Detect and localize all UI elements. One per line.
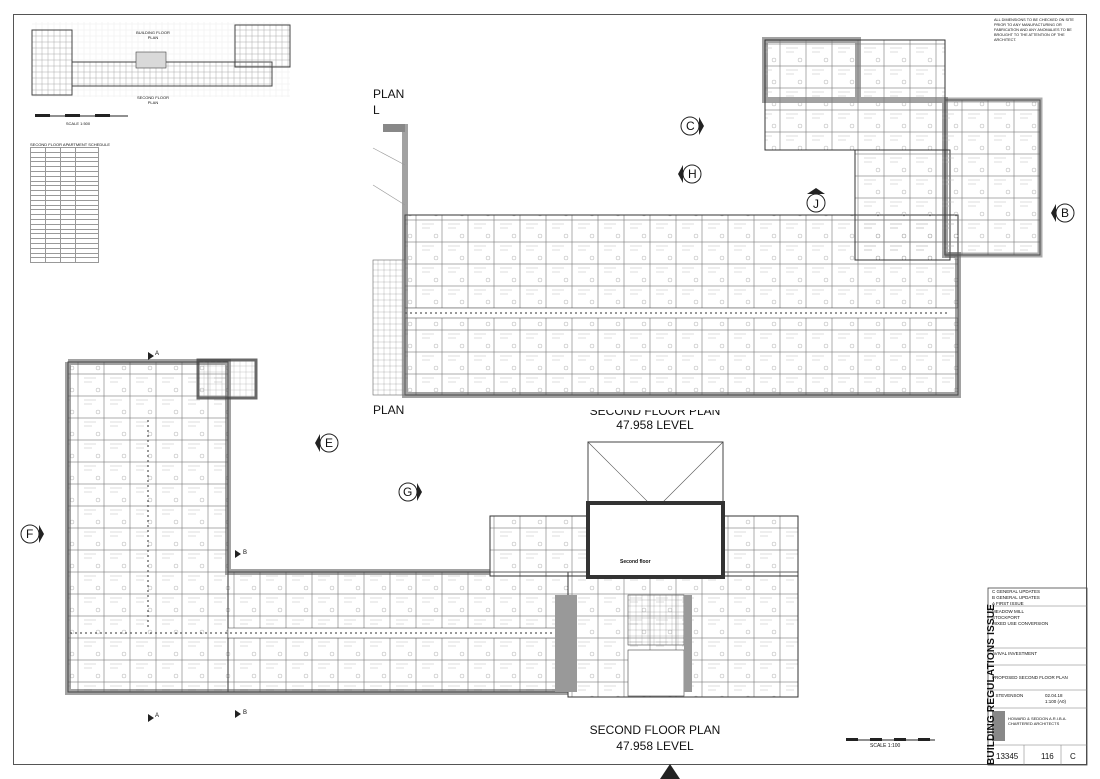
- key-plan-scale: SCALE 1:500: [65, 121, 91, 126]
- scale-label: SCALE 1:100: [870, 743, 901, 749]
- upper-plan-title: SECOND FLOOR PLAN: [589, 404, 721, 418]
- revision-c: C GENERAL UPDATES: [992, 589, 1041, 594]
- title-block-frame: [987, 587, 1088, 766]
- section-tag-a-top: A: [155, 351, 160, 357]
- key-plan-label-lower: SECOND FLOOR PLAN: [136, 95, 169, 105]
- schedule-table: [30, 147, 99, 264]
- upper-floor-plan: [372, 37, 1043, 398]
- schedule-cell: [45, 257, 61, 264]
- section-label-h: H: [688, 167, 697, 181]
- revision-letter: C: [1070, 752, 1076, 761]
- client-name: AVIVAL INVESTMENT: [992, 651, 1038, 656]
- drawing-date: 02.04.18: [1045, 693, 1063, 698]
- schedule-cell: [75, 257, 99, 264]
- project-info: MEADOW MILL STOCKPORT MIXED USE CONVERSI…: [992, 609, 1084, 627]
- section-label-g: G: [403, 485, 413, 499]
- architect-name: HOWARD & SEDDON A.R.I.B.A. CHARTERED ARC…: [1008, 716, 1067, 726]
- section-label-e: E: [325, 436, 334, 450]
- drawing-sheet: [13, 14, 1087, 765]
- project-town: STOCKPORT: [992, 615, 1020, 620]
- section-label-j: J: [813, 197, 819, 211]
- section-tag-a-bottom: A: [155, 713, 160, 719]
- scale-bar-bottom: [846, 738, 935, 741]
- schedule-cell: [60, 257, 76, 264]
- section-marker-c: [680, 116, 704, 136]
- section-marker-b-right: [1051, 203, 1075, 223]
- section-marker-g: [398, 482, 422, 502]
- drawing-title: PROPOSED SECOND FLOOR PLAN: [992, 675, 1068, 680]
- section-label-c: C: [686, 119, 695, 133]
- revision-list: C GENERAL UPDATES B GENERAL UPDATES A FI…: [992, 589, 1084, 607]
- section-marker-a-bottom: [660, 764, 680, 779]
- drawing-scale: 1:100 (A0): [1045, 699, 1067, 704]
- section-tag-b-bottom: B: [243, 710, 248, 716]
- section-marker-h: [678, 164, 702, 184]
- upper-plan-level: 47.958 LEVEL: [616, 418, 694, 432]
- section-marker-j: [806, 188, 826, 213]
- schedule-title: SECOND FLOOR APARTMENT SCHEDULE: [30, 142, 111, 147]
- lower-floor-plan: [65, 358, 799, 698]
- key-plan: [31, 22, 291, 117]
- general-note: ALL DIMENSIONS TO BE CHECKED ON SITE PRI…: [994, 18, 1074, 42]
- project-name: MEADOW MILL: [992, 609, 1025, 614]
- project-type: MIXED USE CONVERSION: [992, 621, 1049, 626]
- upper-plan-title-fragment-l: L: [373, 103, 380, 117]
- room-label-second-floor: Second floor: [620, 559, 651, 565]
- lower-plan-title: SECOND FLOOR PLAN: [589, 723, 721, 737]
- section-marker-e: [315, 433, 339, 453]
- schedule-cell: [30, 257, 46, 264]
- revision-a: A FIRST ISSUE: [992, 601, 1024, 606]
- section-marker-f: [20, 524, 44, 544]
- schedule-row: [30, 147, 99, 153]
- section-tag-b-mid: B: [243, 550, 248, 556]
- apartment-schedule: SECOND FLOOR APARTMENT SCHEDULE: [30, 142, 111, 264]
- key-plan-label-upper: BUILDING FLOOR PLAN: [136, 30, 170, 40]
- revision-b: B GENERAL UPDATES: [992, 595, 1040, 600]
- schedule-row: [30, 257, 99, 264]
- job-number: 13345: [996, 752, 1019, 761]
- section-label-f: F: [26, 527, 34, 541]
- building-regulations-issue: BUILDING REGULATIONS ISSUE: [986, 603, 997, 765]
- section-markers: [20, 116, 1075, 779]
- lower-plan-level: 47.958 LEVEL: [616, 739, 694, 753]
- section-label-b: B: [1061, 206, 1070, 220]
- drawn-by: J STEVENSON: [992, 693, 1024, 698]
- upper-plan-title-fragment-bottom: PLAN: [373, 403, 405, 417]
- upper-plan-title-fragment: PLAN: [373, 87, 405, 101]
- drawing-number: 116: [1041, 752, 1054, 761]
